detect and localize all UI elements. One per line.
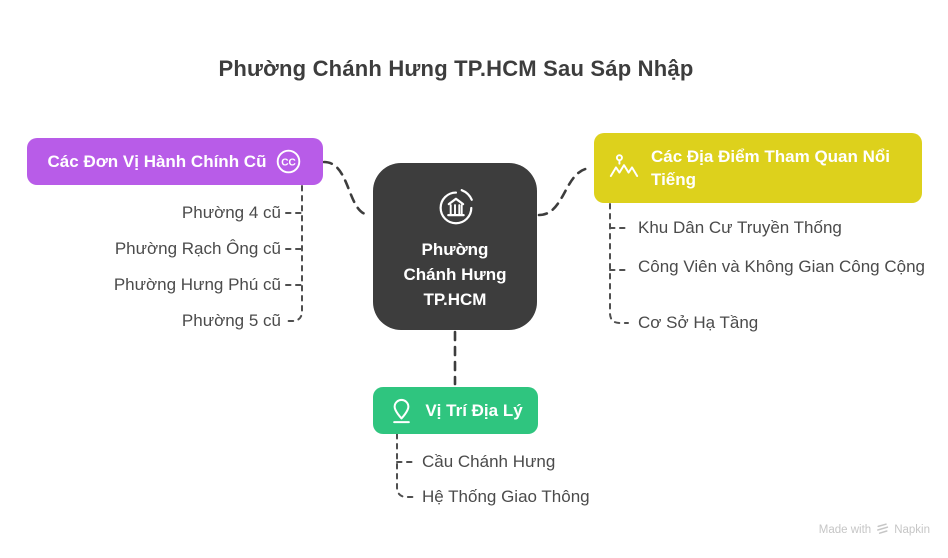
napkin-watermark-link[interactable]: Made with Napkin xyxy=(819,522,930,538)
attractions-children-spine xyxy=(609,203,629,324)
napkin-logo-icon xyxy=(876,522,889,538)
attractions-child-item[interactable]: Khu Dân Cư Truyền Thống xyxy=(638,218,842,237)
branch-node-admin-label: Các Đơn Vị Hành Chính Cũ xyxy=(47,151,267,171)
cc-icon: CC xyxy=(275,148,302,175)
connector-center-attractions xyxy=(537,166,594,217)
admin-child-item[interactable]: Phường Hưng Phú cũ xyxy=(113,275,281,294)
branch-node-attractions-label: Các Địa Điểm Tham Quan Nổi Tiếng xyxy=(651,147,890,189)
svg-text:CC: CC xyxy=(282,157,297,168)
attractions-child-item[interactable]: Công Viên và Không Gian Công Cộng xyxy=(638,257,925,276)
diagram-title: Phường Chánh Hưng TP.HCM Sau Sáp Nhập xyxy=(218,56,694,81)
branch-node-attractions[interactable]: Các Địa Điểm Tham Quan Nổi Tiếng xyxy=(594,133,922,203)
location-child-item[interactable]: Hệ Thống Giao Thông xyxy=(422,487,590,506)
watermark-brand: Napkin xyxy=(894,524,930,536)
admin-child-item[interactable]: Phường 4 cũ xyxy=(181,203,281,222)
mountains-pin-icon xyxy=(608,152,640,184)
admin-child-item[interactable]: Phường 5 cũ xyxy=(181,311,281,330)
location-child-item[interactable]: Cầu Chánh Hưng xyxy=(422,452,556,471)
branch-node-admin[interactable]: Các Đơn Vị Hành Chính Cũ CC xyxy=(27,138,323,185)
admin-children-spine xyxy=(285,185,303,322)
center-node[interactable]: Phường Chánh Hưng TP.HCM xyxy=(373,163,537,330)
watermark-prefix: Made with xyxy=(818,524,872,536)
city-circle-arrows-icon xyxy=(432,183,478,229)
admin-child-item[interactable]: Phường Rạch Ông cũ xyxy=(114,239,281,258)
location-children-spine xyxy=(396,433,415,498)
branch-node-location-label: Vị Trí Địa Lý xyxy=(425,400,523,420)
location-pin-icon xyxy=(388,397,415,424)
center-node-label: Phường Chánh Hưng TP.HCM xyxy=(403,240,507,309)
attractions-child-item[interactable]: Cơ Sở Hạ Tầng xyxy=(638,313,759,332)
connector-admin-center xyxy=(322,160,372,217)
branch-node-location[interactable]: Vị Trí Địa Lý xyxy=(373,387,538,434)
